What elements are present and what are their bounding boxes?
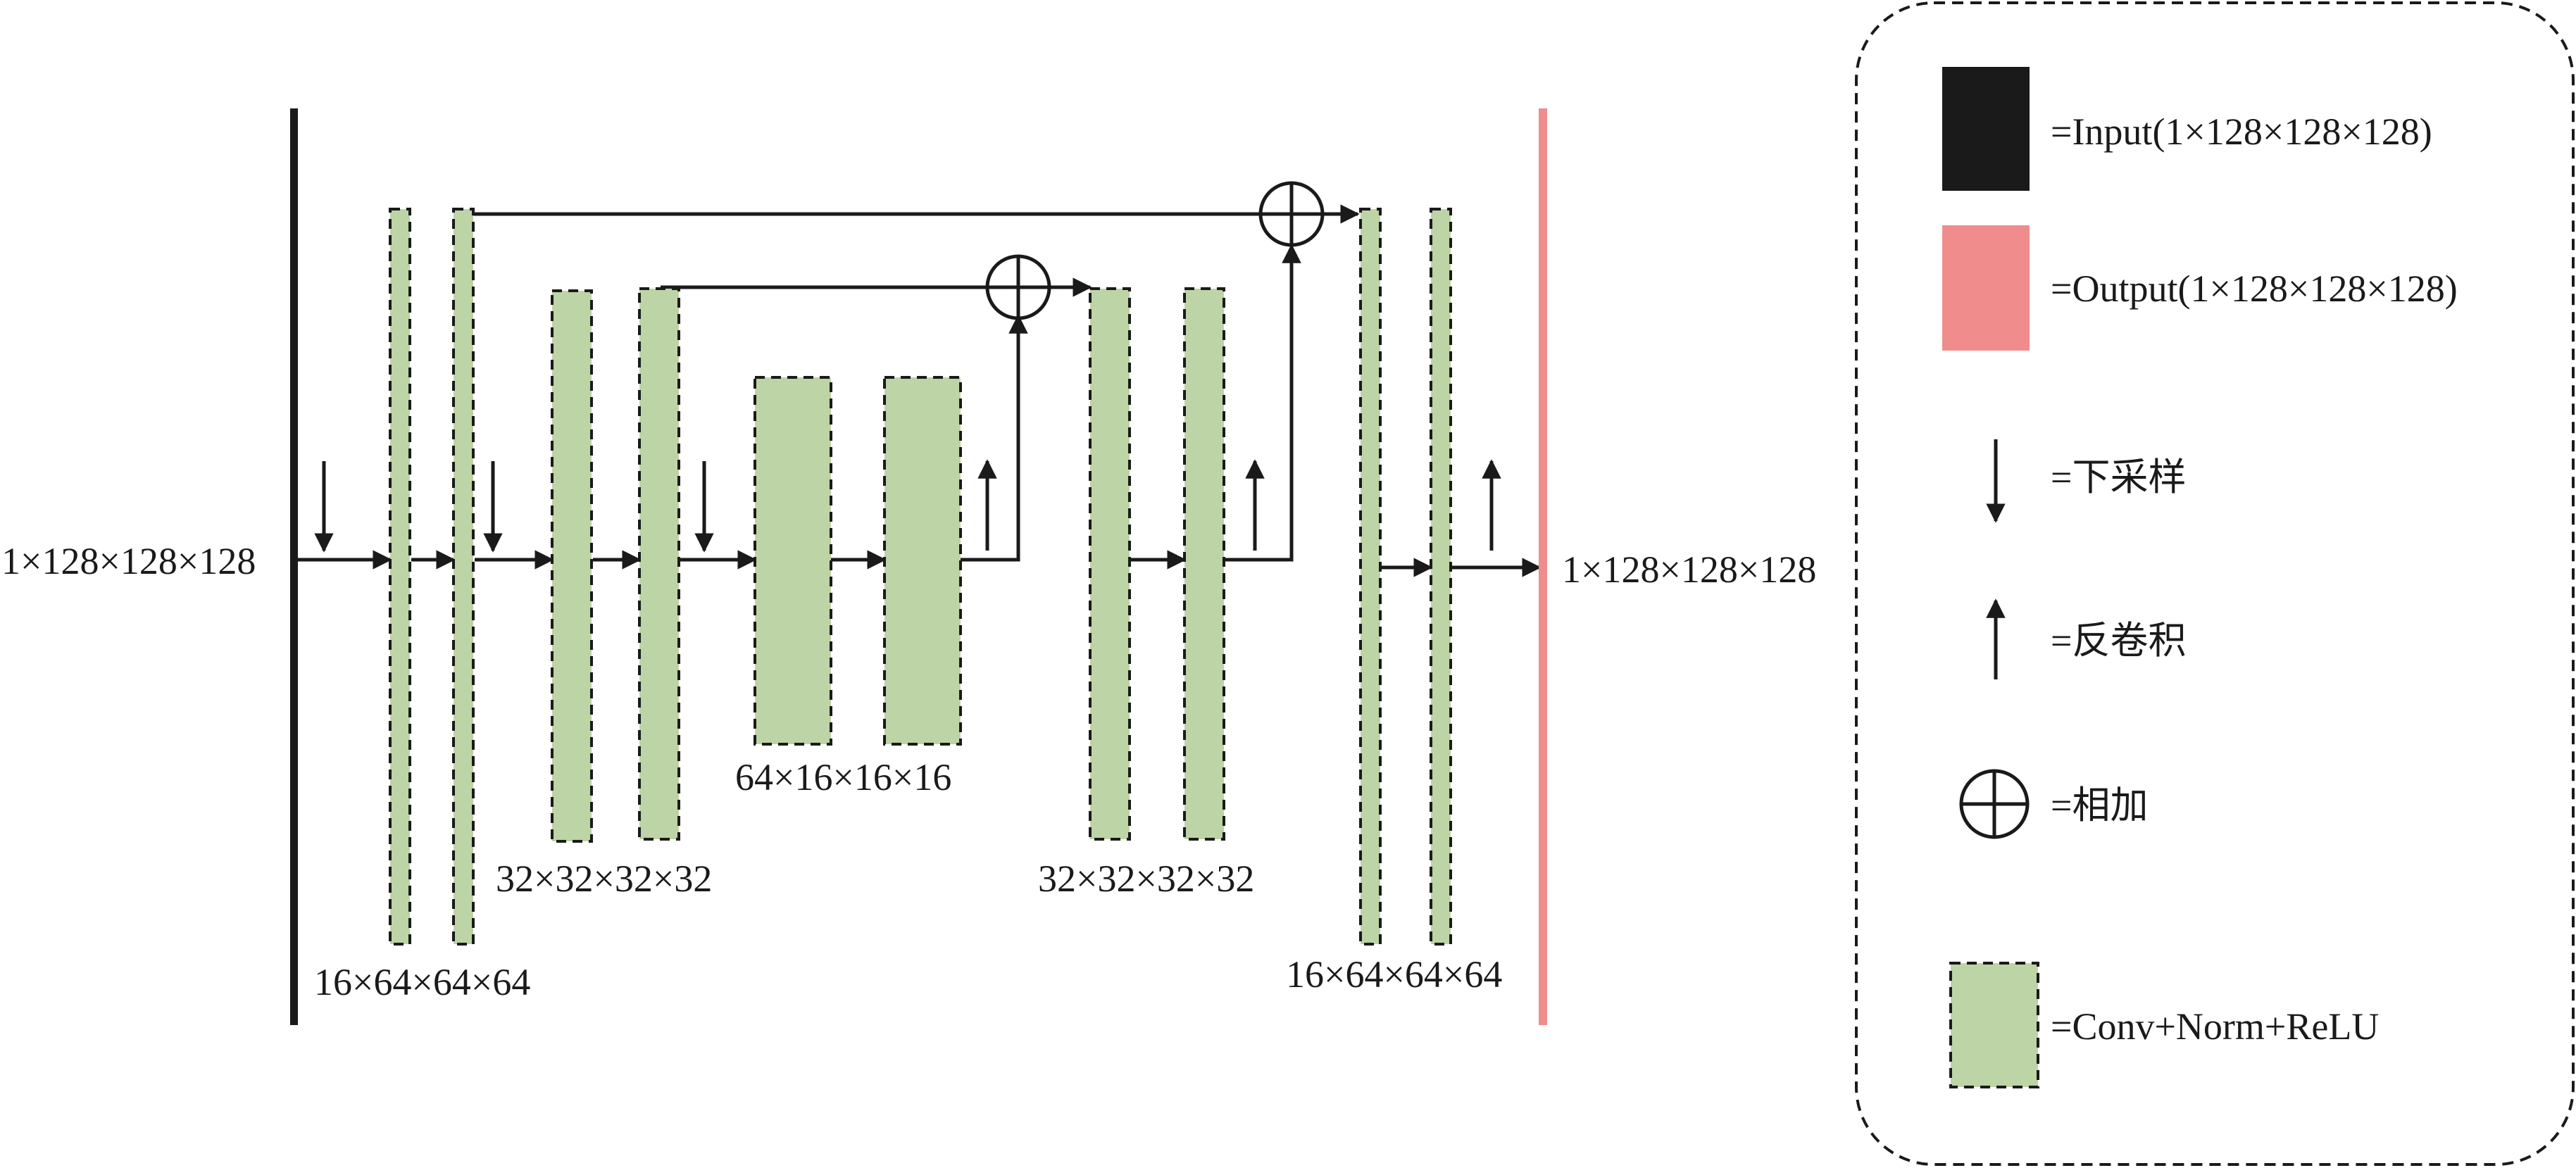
conv-block-dec2a [1089, 287, 1131, 841]
legend-output-label: =Output(1×128×128×128) [2051, 268, 2458, 310]
add-symbol-1 [985, 254, 1051, 320]
legend-conv-swatch [1949, 962, 2039, 1088]
input-bar [290, 108, 298, 1025]
conv-block-enc2b [638, 287, 680, 841]
legend: =Input(1×128×128×128) =Output(1×128×128×… [1855, 1, 2575, 1166]
add-symbol-2 [1258, 181, 1325, 247]
legend-downsample-label: =下采样 [2051, 456, 2186, 498]
legend-input-label: =Input(1×128×128×128) [2051, 111, 2432, 153]
legend-add-icon [1959, 769, 2030, 839]
input-size-label: 1×128×128×128 [1, 540, 256, 582]
legend-input-swatch [1942, 67, 2030, 191]
conv-block-bottleneck-a [754, 376, 832, 746]
legend-deconv-label: =反卷积 [2051, 620, 2186, 662]
legend-output-swatch [1942, 225, 2030, 351]
conv-block-dec1b [1430, 208, 1452, 946]
legend-conv-label: =Conv+Norm+ReLU [2051, 1005, 2379, 1048]
bottleneck-size-label: 64×16×16×16 [735, 756, 951, 798]
conv-block-dec2b [1183, 287, 1225, 841]
legend-add-label: =相加 [2051, 784, 2148, 827]
enc2-size-label: 32×32×32×32 [496, 858, 712, 900]
output-size-label: 1×128×128×128 [1562, 548, 1816, 591]
output-bar [1539, 108, 1547, 1025]
conv-block-enc2a [551, 289, 593, 843]
legend-border [1855, 1, 2575, 1166]
conv-block-enc1b [452, 208, 475, 946]
dec2-size-label: 32×32×32×32 [1038, 858, 1254, 900]
dec1-size-label: 16×64×64×64 [1286, 953, 1502, 996]
conv-block-bottleneck-b [883, 376, 962, 746]
conv-block-enc1a [389, 208, 411, 946]
upsample-path-2 [1220, 244, 1301, 562]
upsample-path-1 [961, 314, 1028, 562]
enc1-size-label: 16×64×64×64 [314, 961, 530, 1003]
conv-block-dec1a [1359, 208, 1382, 946]
